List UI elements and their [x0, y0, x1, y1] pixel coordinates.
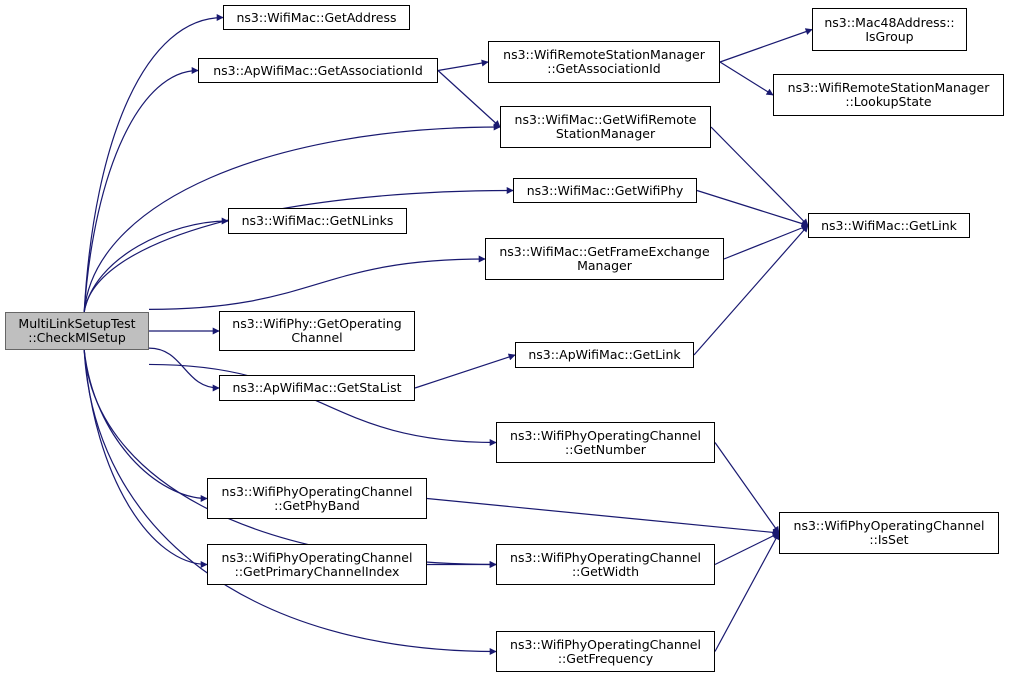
call-edge-get_wifi_phy-to-wifimac_get_link [696, 189, 809, 227]
node-label-line1: ns3::WifiRemoteStationManager [503, 47, 705, 62]
node-label-line1: ns3::WifiPhyOperatingChannel [221, 483, 413, 499]
node-label-line1: ns3::WifiPhyOperatingChannel [510, 549, 701, 565]
call-edge-ap_get_sta_list-to-ap_get_link [414, 353, 516, 389]
call-edge-root-to-oc_get_primary_channel_index [83, 349, 208, 568]
node-wifimac-getlink[interactable]: ns3::WifiMac::GetLink [808, 213, 970, 238]
node-label-line2: ::GetFrequency [557, 650, 654, 666]
node-operatingchannel-isset[interactable]: ns3::WifiPhyOperatingChannel::IsSet [779, 512, 999, 554]
call-edge-rsm_get_association_id-to-mac48_is_group [719, 28, 813, 63]
node-label-line1: ns3::WifiRemoteStationManager [787, 80, 990, 95]
node-operatingchannel-getwidth[interactable]: ns3::WifiPhyOperatingChannel::GetWidth [496, 544, 715, 585]
node-label-line1: ns3::WifiMac::GetLink [821, 217, 957, 233]
node-label-line2: ::IsSet [869, 532, 909, 547]
node-label-line2: ::GetWidth [571, 563, 639, 579]
call-edge-oc_get_width-to-oc_is_set [714, 532, 780, 566]
call-edge-root-to-ap_get_sta_list [148, 347, 220, 392]
node-apwifimac-getstalist[interactable]: ns3::ApWifiMac::GetStaList [219, 375, 415, 401]
call-edge-get_frame_exchange_manager-to-wifimac_get_link [723, 224, 809, 260]
node-label-line2: StationManager [555, 126, 656, 141]
call-edge-ap_get_link-to-wifimac_get_link [693, 224, 809, 356]
node-apwifimac-getlink[interactable]: ns3::ApWifiMac::GetLink [515, 342, 694, 368]
node-remotestationmanager-getassociationid[interactable]: ns3::WifiRemoteStationManager::GetAssoci… [488, 41, 720, 83]
node-remotestationmanager-lookupstate[interactable]: ns3::WifiRemoteStationManager::LookupSta… [773, 74, 1004, 116]
node-label-line2: Channel [291, 330, 343, 345]
call-edge-root-to-ap_get_association_id [83, 67, 199, 313]
node-label-line2: ::GetPhyBand [274, 497, 360, 513]
node-mac48address-isgroup[interactable]: ns3::Mac48Address::IsGroup [812, 8, 967, 51]
call-edge-oc_get_number-to-oc_is_set [714, 442, 780, 534]
node-label-line1: ns3::ApWifiMac::GetLink [528, 347, 681, 362]
node-label-line1: ns3::ApWifiMac::GetAssociationId [213, 62, 423, 78]
node-label-line1: ns3::WifiPhyOperatingChannel [510, 427, 701, 443]
call-edge-oc_get_frequency-to-oc_is_set [714, 532, 780, 652]
call-edge-root-to-get_n_links [83, 217, 229, 313]
call-edge-ap_get_association_id-to-get_wifi_remote_station_manager [437, 70, 501, 128]
node-label-line2: ::GetAssociationId [547, 61, 661, 76]
node-label-line1: ns3::WifiPhyOperatingChannel [221, 549, 413, 565]
node-label-line1: ns3::ApWifiMac::GetStaList [232, 380, 402, 395]
call-edge-root-to-get_frame_exchange_manager [148, 255, 486, 310]
node-label-line1: ns3::WifiMac::GetAddress [236, 9, 397, 25]
node-operatingchannel-getfrequency[interactable]: ns3::WifiPhyOperatingChannel::GetFrequen… [496, 631, 715, 672]
node-label-line2: ::LookupState [845, 94, 932, 109]
node-label-line2: Manager [577, 258, 632, 273]
node-apwifimac-getassociationid[interactable]: ns3::ApWifiMac::GetAssociationId [198, 58, 438, 83]
node-wifimac-getwifiphy[interactable]: ns3::WifiMac::GetWifiPhy [513, 178, 697, 203]
call-edge-root-to-oc_get_number [148, 363, 497, 446]
node-label-line1: ns3::WifiMac::GetNLinks [241, 213, 394, 228]
node-label-line1: MultiLinkSetupTest [18, 316, 136, 331]
call-edge-rsm_get_association_id-to-rsm_lookup_state [719, 61, 774, 96]
call-edge-oc_get_phy_band-to-oc_is_set [426, 497, 780, 536]
call-edge-root-to-get_wifi_remote_station_manager [83, 123, 501, 313]
call-edge-get_wifi_remote_station_manager-to-wifimac_get_link [710, 126, 809, 226]
call-edge-root-to-oc_get_frequency [83, 349, 497, 655]
node-label-line2: ::GetPrimaryChannelIndex [234, 563, 400, 579]
node-label-line1: ns3::WifiMac::GetWifiRemote [514, 112, 697, 127]
node-label-line1: ns3::WifiMac::GetFrameExchange [499, 244, 710, 259]
node-label-line1: ns3::WifiPhyOperatingChannel [510, 636, 701, 652]
node-wifimac-getnlinks[interactable]: ns3::WifiMac::GetNLinks [228, 208, 407, 234]
call-edge-ap_get_association_id-to-rsm_get_association_id [437, 59, 489, 72]
node-root-checkmlsetup: MultiLinkSetupTest::CheckMlSetup [5, 312, 149, 350]
node-label-line1: ns3::Mac48Address:: [824, 14, 955, 30]
node-label-line2: ::GetNumber [565, 441, 646, 457]
call-edge-root-to-get_address [83, 14, 224, 313]
call-edge-root-to-get_wifi_phy [83, 187, 514, 313]
node-operatingchannel-getphyband[interactable]: ns3::WifiPhyOperatingChannel::GetPhyBand [207, 478, 427, 519]
node-wifimac-getaddress[interactable]: ns3::WifiMac::GetAddress [223, 5, 410, 30]
node-label-line1: ns3::WifiMac::GetWifiPhy [526, 182, 684, 198]
node-label-line2: IsGroup [865, 28, 914, 44]
node-label-line1: ns3::WifiPhy::GetOperating [232, 316, 402, 331]
node-operatingchannel-getnumber[interactable]: ns3::WifiPhyOperatingChannel::GetNumber [496, 422, 715, 463]
node-operatingchannel-getprimarychannelindex[interactable]: ns3::WifiPhyOperatingChannel::GetPrimary… [207, 544, 427, 585]
node-label-line1: ns3::WifiPhyOperatingChannel [793, 518, 985, 533]
node-label-line2: ::CheckMlSetup [28, 330, 126, 345]
